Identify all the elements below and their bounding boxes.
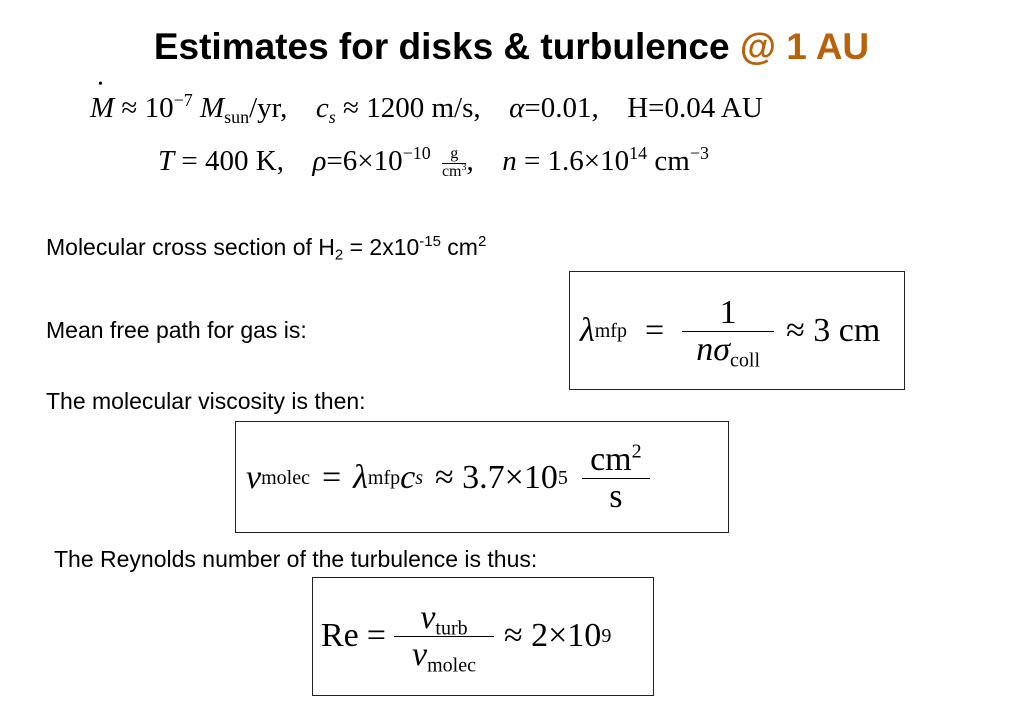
cs-subscript: s <box>328 106 336 127</box>
title-text: Estimates for disks & turbulence <box>153 26 740 67</box>
mdot-exponent: −7 <box>173 89 193 110</box>
reynolds-numerator: νturb <box>420 598 468 640</box>
cs-symbol: c <box>315 92 329 124</box>
viscosity-unit-num: cm2 <box>590 440 642 478</box>
reynolds-label: The Reynolds number of the turbulence is… <box>54 546 538 572</box>
params-line-1: M ≈ 10−7 Msun/yr, cs ≈ 1200 m/s, α=0.01,… <box>90 78 763 126</box>
t-symbol: T <box>158 144 175 177</box>
cs-value: 1200 m/s, <box>366 92 481 124</box>
title-accent: @ 1 AU <box>739 26 870 67</box>
rho-unit-fraction: g cm3 <box>441 145 467 181</box>
lambda-symbol: λ <box>580 312 595 349</box>
reynolds-fraction: νturb νmolec <box>393 598 494 675</box>
n-value: = 1.6×10 <box>523 144 630 177</box>
nu-symbol: ν <box>246 459 262 496</box>
alpha-value: =0.01, <box>524 92 599 124</box>
t-value: = 400 K, <box>181 144 284 177</box>
rho-unit-den: cm3 <box>441 161 467 180</box>
rho-comma: , <box>466 144 474 177</box>
reynolds-denominator: νmolec <box>393 635 494 675</box>
cross-section-value: = 2x10 <box>343 234 420 260</box>
viscosity-label: The molecular viscosity is then: <box>46 388 366 414</box>
equals-sign: = <box>644 312 665 349</box>
lambda-symbol: λ <box>353 459 368 496</box>
re-symbol: Re <box>321 617 359 654</box>
viscosity-value: ≈ 3.7×10 <box>435 459 558 496</box>
per-year: /yr, <box>249 92 288 124</box>
params-line-2: T = 400 K, ρ=6×10−10 g cm3 , n = 1.6×101… <box>158 142 709 181</box>
rho-symbol: ρ <box>312 144 327 177</box>
n-exponent: 14 <box>629 142 648 163</box>
cross-section-exponent: -15 <box>419 233 441 251</box>
msun-subscript: sun <box>224 106 250 127</box>
viscosity-unit-den: s <box>581 477 650 515</box>
equals-sign: = <box>321 459 342 496</box>
mdot-base: 10 <box>144 92 174 124</box>
cross-section-pre: Molecular cross section of H <box>46 234 335 260</box>
mfp-fraction: 1 nσcoll <box>682 293 775 370</box>
n-unit: cm <box>654 144 690 177</box>
cross-section-unit-exponent: 2 <box>477 233 487 251</box>
n-symbol: n <box>502 144 517 177</box>
cross-section-unit: cm <box>440 234 478 260</box>
viscosity-unit-fraction: cm2 s <box>581 440 650 515</box>
rho-value: =6×10 <box>326 144 403 177</box>
mfp-numerator: 1 <box>719 293 737 331</box>
cs-symbol: c <box>400 459 416 496</box>
alpha-symbol: α <box>509 92 525 124</box>
h-value: H=0.04 AU <box>627 92 763 124</box>
msun-symbol: M <box>199 92 225 124</box>
n-unit-exponent: −3 <box>689 142 709 163</box>
approx-sign: ≈ <box>121 92 138 124</box>
cross-section-text: Molecular cross section of H2 = 2x10-15 … <box>46 233 487 264</box>
mdot-symbol: M <box>90 78 114 123</box>
mfp-denominator: nσcoll <box>682 330 775 370</box>
equals-sign: = <box>366 617 386 654</box>
mfp-result: ≈ 3 cm <box>786 312 881 349</box>
rho-unit-num: g <box>450 145 459 162</box>
h2-subscript: 2 <box>334 246 344 264</box>
rho-exponent: −10 <box>402 142 431 163</box>
approx-sign-2: ≈ <box>343 92 359 124</box>
slide-title: Estimates for disks & turbulence @ 1 AU <box>0 26 1023 68</box>
reynolds-value: ≈ 2×10 <box>503 617 602 654</box>
mean-free-path-label: Mean free path for gas is: <box>46 317 307 343</box>
